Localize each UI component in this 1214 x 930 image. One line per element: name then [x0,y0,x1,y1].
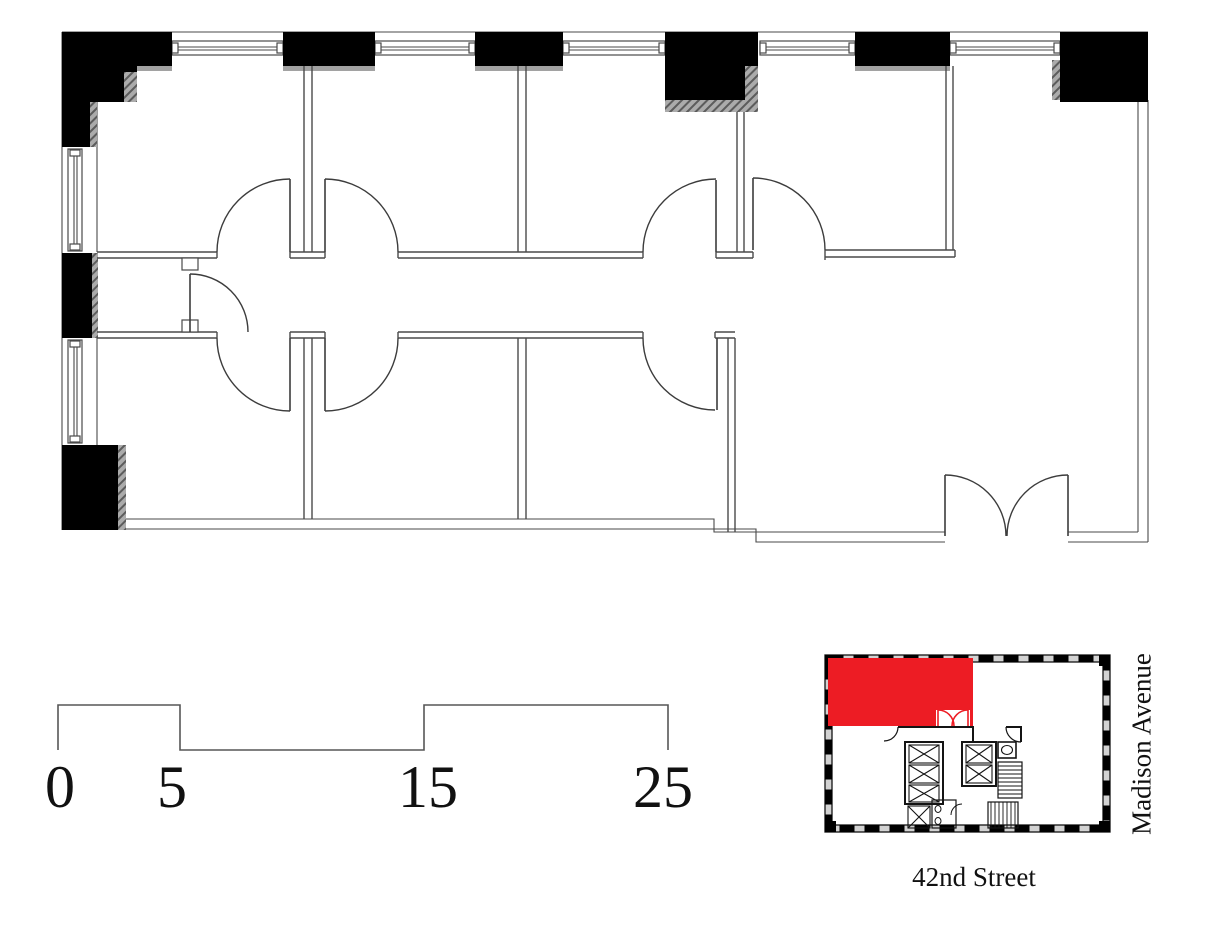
window-strips-left [67,148,83,444]
window [374,40,476,56]
door-swing-arc [324,178,399,253]
scale-label-15: 15 [398,754,458,820]
column [62,253,92,338]
column [62,32,172,66]
scale-label-25: 25 [633,754,693,820]
partition-walls [303,66,954,532]
elevator-bank-right [961,741,1017,787]
door-swing-arc [944,474,1007,537]
column [475,32,563,66]
column [1060,32,1148,102]
door-swing-arc [937,709,955,727]
scale-bar-line [57,704,669,751]
door-swing-arc [1005,726,1022,743]
column [62,445,118,530]
corridor-walls [97,249,956,339]
window [171,40,284,56]
door-swing-arcs [189,177,1069,537]
column [283,32,375,66]
scale-label-0: 0 [45,754,75,820]
door-swing-arc [324,337,399,412]
madison-avenue-label: Madison Avenue [1126,653,1157,835]
door-swing-arc [216,337,291,412]
key-plan [824,654,1111,833]
columns [62,32,1148,530]
exterior-walls [61,31,1149,543]
window [67,148,83,252]
door-swing-arc [642,178,717,253]
column [855,32,950,66]
window [67,339,83,444]
42nd-street-label: 42nd Street [912,862,1036,892]
elevator-core [883,726,1023,829]
scale-bar [57,704,669,751]
door-swing-arc [951,709,969,727]
floor-plan [61,31,1149,543]
key-plan-highlight [828,658,973,727]
column [62,102,90,147]
door-leaves [189,178,1069,536]
door-swing-arc [189,273,249,333]
elevator-bank-left [904,741,944,829]
door-swing-arc [883,726,899,742]
window [562,40,666,56]
window-strips-top [171,40,1061,56]
scale-label-5: 5 [157,754,187,820]
entry-jamb-notch [181,257,199,271]
door-swing-arc [1006,474,1069,537]
door-swing-arc [950,803,963,816]
window [949,40,1061,56]
toilet-room [931,742,963,829]
door-swing-arc [642,337,716,411]
door-swing-arc [216,178,291,253]
column [665,32,758,100]
door-swing-arc [752,177,826,251]
stairs [987,761,1023,829]
window [759,40,856,56]
